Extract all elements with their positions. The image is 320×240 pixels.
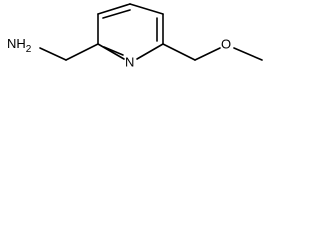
bond-o-ch3 xyxy=(233,47,263,61)
bond-ch2-nh2 xyxy=(39,47,67,61)
molecule-diagram: NH2 N O xyxy=(0,0,270,92)
double-bond-c3-c4-inner xyxy=(102,9,131,19)
bond-ch2-o xyxy=(194,47,221,61)
ring-nitrogen-label: N xyxy=(125,54,134,69)
bond-n1-c2 xyxy=(97,43,125,60)
bond-c2-ch2 xyxy=(65,43,99,61)
bond-c3-c4 xyxy=(97,3,131,15)
bond-c4-c5 xyxy=(129,3,164,15)
double-bond-n1-c2-inner xyxy=(103,46,124,56)
bond-c6-ch2 xyxy=(162,43,196,61)
amine-label: NH2 xyxy=(7,36,32,54)
molecule-structure: NH2 N O xyxy=(7,3,263,69)
ether-oxygen-label: O xyxy=(221,36,231,51)
bond-c6-n1 xyxy=(136,43,164,60)
